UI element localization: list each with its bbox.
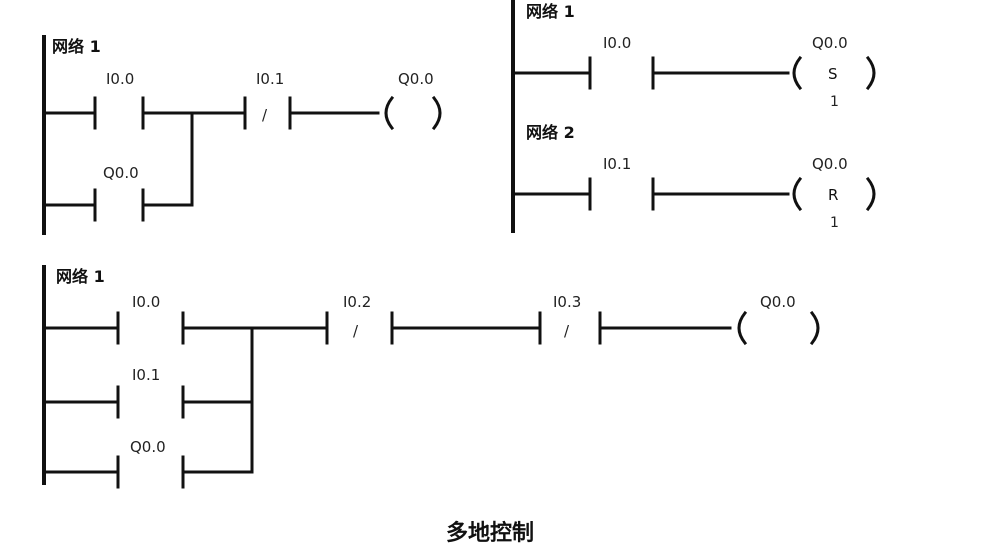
contact-no [588,56,655,90]
contact-address: Q0.0 [130,438,166,456]
nc-slash: / [353,322,359,340]
contact-address: I0.1 [132,366,160,384]
coil-count: 1 [830,215,839,231]
contact-address: I0.0 [106,70,134,88]
reset-coil [792,176,876,212]
coil-address: Q0.0 [760,293,796,311]
network-label: 网络 1 [52,37,101,56]
contact-nc [325,311,394,345]
contact-no [116,455,185,489]
diagram-self-latch: 网络 1 I0.0 / I0.1 Q0.0 Q0.0 [42,35,442,235]
network-label: 网络 1 [56,267,105,286]
contact-address: I0.0 [603,34,631,52]
coil-count: 1 [830,94,839,110]
figure-caption: 多地控制 [446,520,534,546]
coil-address: Q0.0 [398,70,434,88]
contact-address: I0.3 [553,293,581,311]
contact-address: I0.0 [132,293,160,311]
contact-address: Q0.0 [103,164,139,182]
nc-slash: / [564,322,570,340]
diagram-set-reset: 网络 1 I0.0 Q0.0 S 1 网络 2 I0.1 Q0.0 R 1 [511,0,876,233]
nc-slash: / [262,106,268,124]
contact-no [116,385,185,419]
coil-address: Q0.0 [812,155,848,173]
contact-address: I0.1 [256,70,284,88]
output-coil [737,310,820,346]
network-label: 网络 2 [526,123,575,142]
contact-address: I0.2 [343,293,371,311]
contact-address: I0.1 [603,155,631,173]
contact-nc [538,311,602,345]
network-label: 网络 1 [526,2,575,21]
output-coil [384,95,442,131]
contact-no [93,96,145,130]
contact-no [116,311,185,345]
contact-no [588,177,655,211]
coil-type: S [828,65,838,83]
coil-type: R [828,186,838,204]
diagram-multi-location: 网络 1 I0.0 / I0.2 / I0.3 Q0.0 [42,265,820,489]
contact-nc [243,96,292,130]
set-coil [792,55,876,91]
coil-address: Q0.0 [812,34,848,52]
contact-no [93,188,145,222]
